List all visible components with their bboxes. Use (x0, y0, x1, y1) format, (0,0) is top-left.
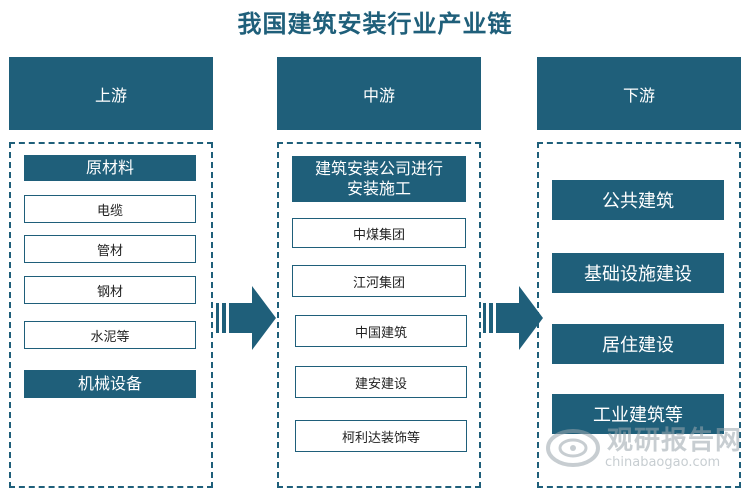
watermark: 观研报告网 chinabaogao.com (545, 412, 750, 482)
page-title: 我国建筑安装行业产业链 (237, 9, 513, 38)
construction-company-label-line2: 安装施工 (346, 179, 411, 198)
construction-company-label: 建筑安装公司进行 安装施工 (292, 156, 466, 202)
downstream-item: 工业建筑等 (552, 394, 724, 434)
raw-materials-label: 原材料 (24, 155, 196, 181)
upstream-panel (9, 142, 213, 488)
downstream-item: 居住建设 (552, 324, 724, 364)
arrow-right-icon (483, 286, 543, 350)
downstream-panel (537, 142, 741, 488)
upstream-item: 管材 (24, 235, 196, 263)
midstream-panel (277, 142, 481, 488)
company-item: 中国建筑 (295, 315, 467, 347)
downstream-header: 下游 (537, 57, 741, 130)
upstream-header: 上游 (9, 57, 213, 130)
upstream-item: 水泥等 (24, 321, 196, 349)
upstream-item: 电缆 (24, 195, 196, 223)
downstream-item: 公共建筑 (552, 180, 724, 220)
watermark-logo-icon (546, 429, 600, 467)
downstream-item: 基础设施建设 (552, 253, 724, 293)
upstream-item: 钢材 (24, 276, 196, 304)
machinery-label: 机械设备 (24, 370, 196, 398)
company-item: 柯利达装饰等 (295, 420, 467, 452)
watermark-text: 观研报告网 (607, 426, 743, 456)
midstream-header: 中游 (277, 57, 481, 130)
company-item: 建安建设 (295, 366, 467, 398)
arrow-right-icon (216, 286, 276, 350)
company-item: 江河集团 (292, 265, 466, 297)
construction-company-label-line1: 建筑安装公司进行 (314, 159, 443, 178)
watermark-url: chinabaogao.com (605, 455, 721, 470)
company-item: 中煤集团 (292, 218, 466, 248)
